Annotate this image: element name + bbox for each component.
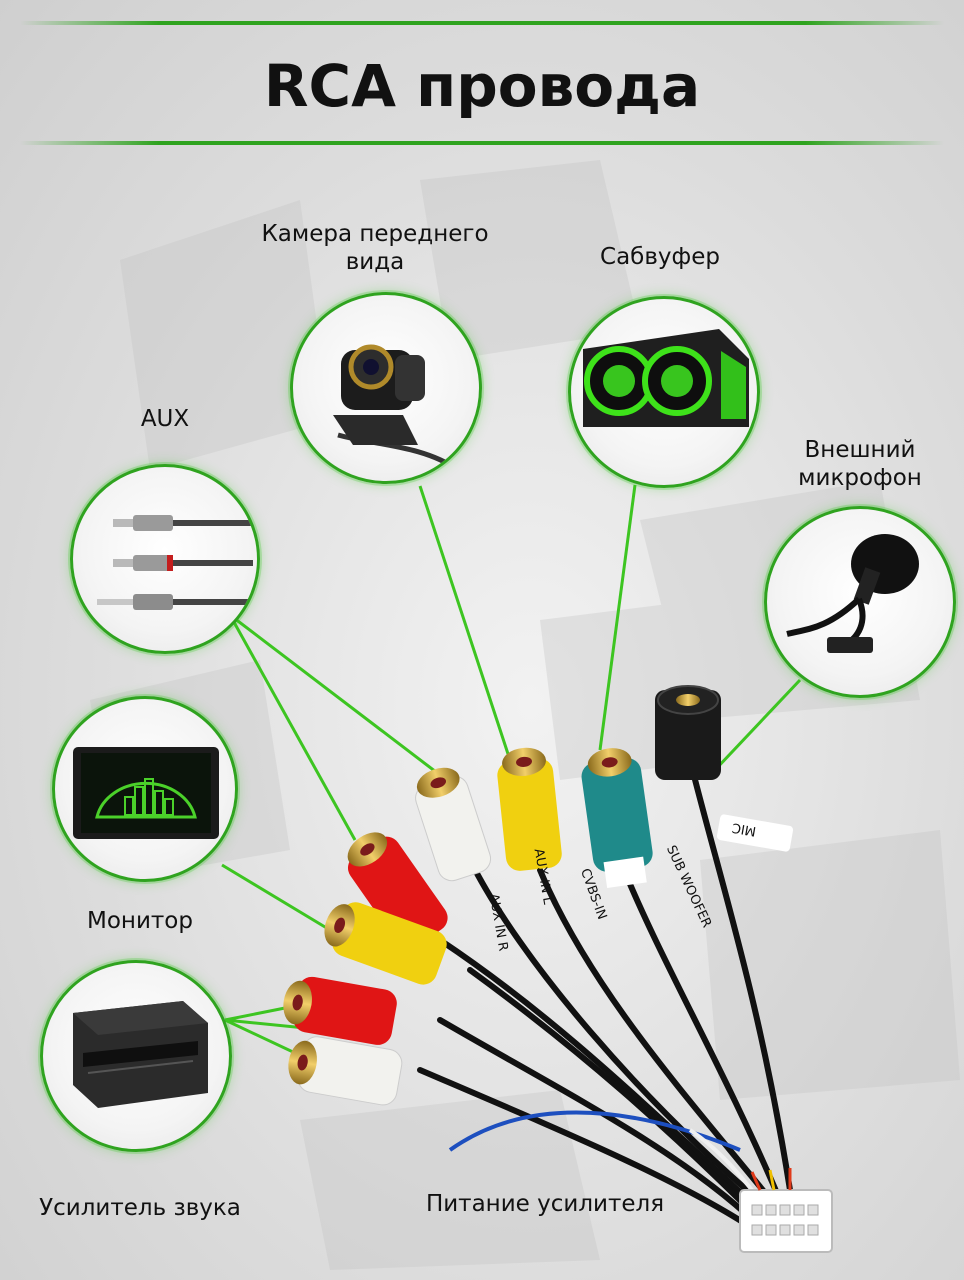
- microphone-icon: [786, 534, 919, 653]
- monitor-icon: [73, 747, 219, 839]
- subwoofer-circle: [568, 296, 760, 488]
- tag-cvbs-in: CVBS-IN: [577, 867, 609, 922]
- label-external-mic: Внешний микрофон: [775, 436, 945, 492]
- label-amplifier: Усилитель звука: [39, 1195, 241, 1221]
- harness-connector: [739, 1168, 833, 1253]
- label-front-camera-line2: вида: [345, 249, 405, 275]
- rca-teal-connector: [581, 748, 653, 888]
- front-camera-icon: [333, 344, 460, 473]
- aux-circle: [70, 464, 260, 654]
- title-rule-bottom: [20, 141, 944, 145]
- aux-cables-icon: [97, 515, 253, 610]
- rca-white-mid-connector: [288, 1036, 403, 1106]
- label-subwoofer: Сабвуфер: [600, 244, 720, 270]
- rca-yellow-mid-connector: [324, 902, 447, 985]
- front-camera-circle: [290, 292, 482, 484]
- label-external-mic-line2: микрофон: [798, 465, 922, 491]
- rca-red-mid-connector: [283, 976, 397, 1045]
- amplifier-icon: [73, 1001, 208, 1108]
- cables: [417, 757, 793, 1233]
- label-amp-power: Питание усилителя: [425, 1191, 665, 1217]
- amplifier-circle: [40, 960, 232, 1152]
- rca-yellow-top-connector: [497, 747, 562, 871]
- rca-white-top-connector: [415, 767, 492, 882]
- page-title: RCA провода: [263, 52, 701, 120]
- external-mic-circle: [764, 506, 956, 698]
- connector-lines: [221, 484, 802, 1062]
- label-front-camera-line1: Камера переднего: [261, 221, 489, 247]
- title-rule-top: [20, 21, 944, 25]
- monitor-circle: [52, 696, 238, 882]
- label-front-camera: Камера переднего вида: [245, 220, 505, 276]
- label-aux: AUX: [140, 406, 190, 432]
- label-monitor: Монитор: [87, 908, 193, 934]
- subwoofer-icon: [583, 329, 749, 427]
- tag-mic: MIC: [731, 819, 757, 838]
- rca-red-top-connector: [347, 832, 448, 950]
- mic-jack: [655, 685, 794, 852]
- label-external-mic-line1: Внешний: [804, 437, 916, 463]
